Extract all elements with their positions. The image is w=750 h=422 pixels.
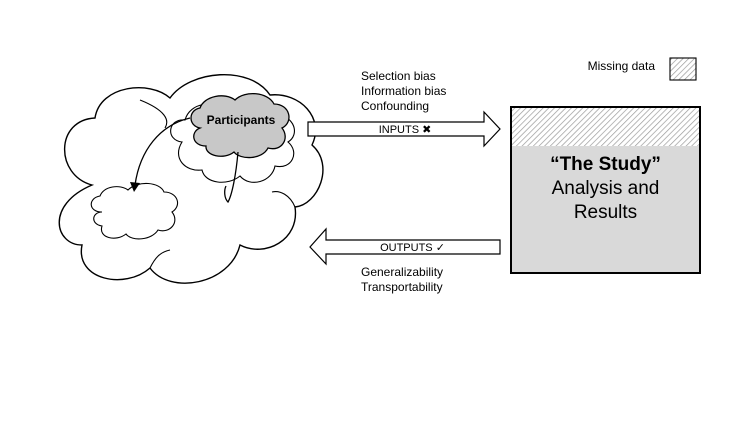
inputs-label: INPUTS ✖ <box>378 124 432 136</box>
study-missing-band <box>512 108 699 146</box>
generalization-arrowhead <box>130 182 140 192</box>
bias-item-selection: Selection bias <box>361 69 436 83</box>
generalization-curve <box>134 117 191 186</box>
study-line-analysis: Analysis and <box>551 178 660 199</box>
outputs-arrow <box>309 227 501 266</box>
bias-list: Selection bias Information bias Confound… <box>361 69 446 114</box>
output-item-generalizability: Generalizability <box>361 265 444 279</box>
bias-item-information: Information bias <box>361 84 447 98</box>
outputs-list: Generalizability Transportability <box>361 265 443 295</box>
bias-item-confounding: Confounding <box>361 99 430 113</box>
missing-data-swatch <box>669 57 697 81</box>
legend-missing-data-label: Missing data <box>587 59 655 73</box>
loop-curve <box>224 151 239 204</box>
output-item-transportability: Transportability <box>361 280 443 294</box>
inputs-arrow <box>307 110 501 148</box>
study-line-results: Results <box>573 202 638 223</box>
study-text: “The Study” Analysis and Results <box>511 153 700 225</box>
target-cloud <box>90 182 179 240</box>
participants-cloud <box>190 93 290 159</box>
participants-label: Participants <box>206 113 276 127</box>
outputs-label: OUTPUTS ✓ <box>380 242 445 254</box>
study-title: “The Study” <box>550 154 661 175</box>
